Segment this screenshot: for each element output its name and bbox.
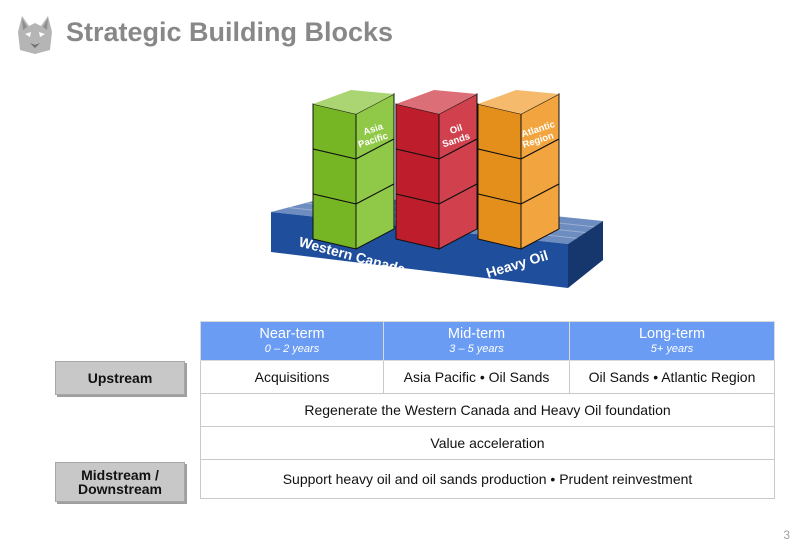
midstream-cell: Support heavy oil and oil sands producti…	[200, 459, 775, 499]
upstream-mid-cell: Asia Pacific • Oil Sands	[383, 360, 570, 394]
strategy-timeline-table: Near-term 0 – 2 years Mid-term 3 – 5 yea…	[200, 321, 775, 499]
block-top-face	[313, 90, 394, 114]
header-long-term: Long-term 5+ years	[569, 321, 775, 361]
midstream-downstream-label: Midstream / Downstream	[55, 462, 185, 502]
foundation-cell: Regenerate the Western Canada and Heavy …	[200, 393, 775, 427]
husky-logo-icon	[18, 16, 52, 54]
upstream-row: Acquisitions Asia Pacific • Oil Sands Oi…	[200, 360, 775, 394]
block-front-face	[477, 193, 522, 250]
block-side-face	[438, 183, 478, 250]
block-top-face	[478, 90, 559, 114]
upstream-long-cell: Oil Sands • Atlantic Region	[569, 360, 775, 394]
timeline-header-row: Near-term 0 – 2 years Mid-term 3 – 5 yea…	[200, 321, 775, 361]
header-mid-term: Mid-term 3 – 5 years	[383, 321, 570, 361]
block-front-face	[395, 193, 440, 250]
block-top-face	[396, 90, 477, 114]
midstream-row: Support heavy oil and oil sands producti…	[200, 459, 775, 499]
block-side-face	[520, 183, 560, 250]
value-acceleration-cell: Value acceleration	[200, 426, 775, 460]
upstream-near-cell: Acquisitions	[200, 360, 384, 394]
column-label-line1: Oil	[449, 122, 464, 136]
base-right-face	[568, 221, 603, 288]
page-number: 3	[783, 528, 790, 542]
slide-title: Strategic Building Blocks	[66, 17, 394, 47]
foundation-row: Regenerate the Western Canada and Heavy …	[200, 393, 775, 427]
value-row: Value acceleration	[200, 426, 775, 460]
upstream-label: Upstream	[55, 361, 185, 395]
block-side-face	[355, 183, 395, 250]
header-near-term: Near-term 0 – 2 years	[200, 321, 384, 361]
